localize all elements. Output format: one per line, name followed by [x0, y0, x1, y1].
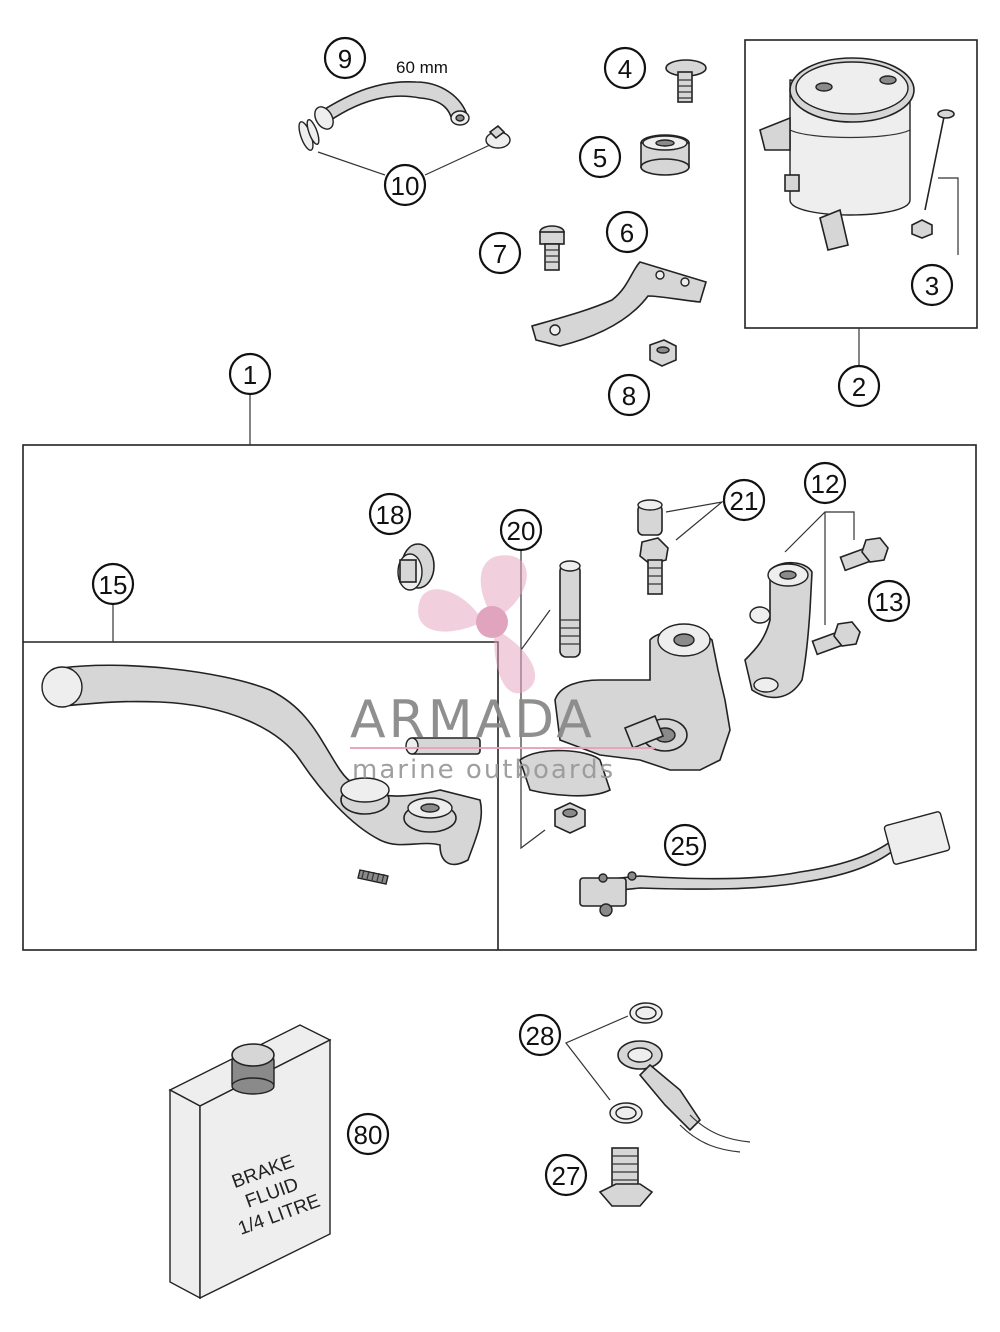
- leader-21: [665, 501, 725, 541]
- svg-text:13: 13: [875, 587, 904, 617]
- leader-28: [565, 1015, 629, 1101]
- callout-15: 15: [91, 562, 135, 606]
- brake-fluid-bottle-part-80: [168, 1024, 332, 1300]
- svg-text:3: 3: [925, 271, 939, 301]
- callout-18: 18: [368, 492, 412, 536]
- leader-10a: [317, 151, 386, 176]
- svg-text:80: 80: [354, 1120, 383, 1150]
- hose-length-label: 60 mm: [396, 58, 448, 77]
- leader-20b: [520, 609, 551, 651]
- callout-13: 13: [867, 579, 911, 623]
- svg-text:15: 15: [99, 570, 128, 600]
- svg-text:21: 21: [730, 486, 759, 516]
- callout-9: 9: [323, 36, 367, 80]
- callout-80: 80: [346, 1112, 390, 1156]
- reservoir-part-2: [759, 57, 915, 251]
- lever-pin: [405, 737, 481, 755]
- svg-text:8: 8: [622, 381, 636, 411]
- svg-text:6: 6: [620, 218, 634, 248]
- callout-28: 28: [518, 1013, 562, 1057]
- watermark: ARMADA marine outboards: [350, 555, 655, 785]
- bolt-part-7: [539, 225, 565, 271]
- lever-part-15: [41, 664, 483, 866]
- bleeder-part-21: [637, 499, 669, 595]
- callout-8: 8: [607, 373, 651, 417]
- callout-10: 10: [383, 163, 427, 207]
- svg-text:4: 4: [618, 54, 632, 84]
- callout-5: 5: [578, 135, 622, 179]
- leader-3: [938, 177, 959, 255]
- svg-text:27: 27: [552, 1161, 581, 1191]
- leader-10b: [424, 144, 491, 176]
- cap-part-18: [397, 543, 435, 591]
- clamp-bolt-part-13: [811, 537, 889, 656]
- callout-25: 25: [663, 823, 707, 867]
- callout-2: 2: [837, 364, 881, 408]
- svg-text:18: 18: [376, 500, 405, 530]
- stud-part-20: [559, 560, 581, 658]
- svg-text:10: 10: [391, 171, 420, 201]
- callout-12: 12: [803, 461, 847, 505]
- callout-21: 21: [722, 478, 766, 522]
- hose-part-9: [314, 80, 470, 130]
- callout-27: 27: [544, 1153, 588, 1197]
- reservoir-group-box: [744, 39, 978, 329]
- svg-text:1: 1: [243, 360, 257, 390]
- banjo-bolt-part-27: [598, 1147, 654, 1207]
- leader-12: [784, 511, 855, 553]
- callout-4: 4: [603, 46, 647, 90]
- svg-text:5: 5: [593, 143, 607, 173]
- svg-text:2: 2: [852, 372, 866, 402]
- svg-text:28: 28: [526, 1021, 555, 1051]
- callout-3: 3: [910, 263, 954, 307]
- callout-7: 7: [478, 231, 522, 275]
- screw-part-4: [665, 59, 707, 103]
- hose-clip-part-10: [298, 119, 511, 151]
- stud-nut: [554, 802, 586, 834]
- switch-cable-part-25: [579, 811, 951, 917]
- clamp-part-12: [744, 561, 813, 699]
- callout-1: 1: [228, 352, 272, 396]
- watermark-subtitle: marine outboards: [352, 755, 615, 785]
- callout-6: 6: [605, 210, 649, 254]
- svg-text:7: 7: [493, 239, 507, 269]
- grommet-part-5: [640, 134, 690, 176]
- washer-part-28: [609, 1002, 663, 1124]
- bracket-part-6: [531, 261, 707, 347]
- svg-text:9: 9: [338, 44, 352, 74]
- svg-text:20: 20: [507, 516, 536, 546]
- brake-hose: [617, 1040, 751, 1153]
- master-cylinder-body: [519, 623, 731, 797]
- watermark-title: ARMADA: [350, 690, 595, 750]
- callout-20: 20: [499, 508, 543, 552]
- reservoir-screw-part-3: [911, 109, 955, 239]
- lever-spring: [357, 869, 389, 885]
- nut-part-8: [649, 339, 677, 367]
- svg-text:25: 25: [671, 831, 700, 861]
- svg-text:12: 12: [811, 469, 840, 499]
- propeller-logo-icon: [418, 555, 536, 694]
- master-cylinder-group-box: [22, 444, 977, 951]
